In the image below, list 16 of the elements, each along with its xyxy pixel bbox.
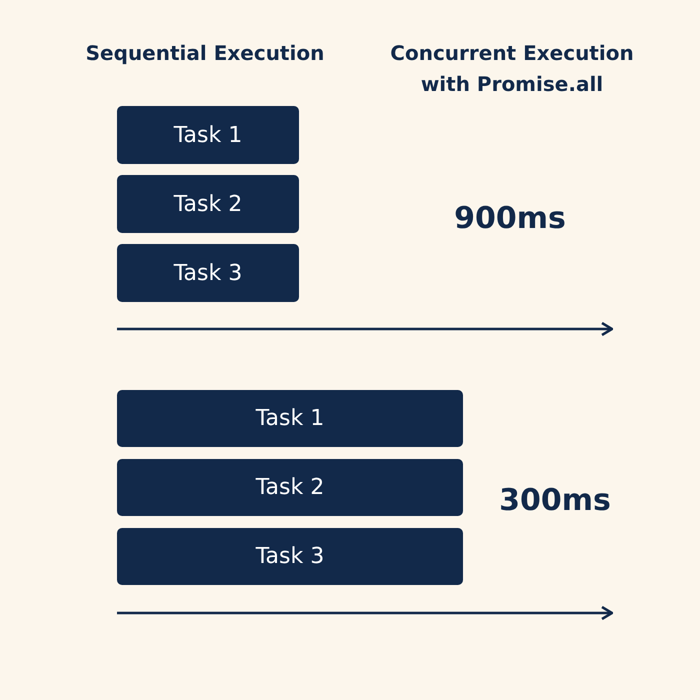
duration-label: 900ms — [453, 200, 567, 238]
task-label: Task 2 — [256, 475, 324, 500]
task-label: Task 1 — [174, 122, 242, 148]
task-label: Task 2 — [174, 192, 242, 216]
task-label: Task 3 — [174, 260, 242, 286]
task-bar — [117, 244, 299, 302]
task-bar — [117, 459, 463, 516]
task-bar — [117, 106, 299, 164]
task-bar — [117, 528, 463, 585]
task-label: Task 3 — [256, 544, 324, 569]
task-bar — [117, 175, 299, 233]
task-bar — [117, 390, 463, 447]
column-heading: Concurrent Execution with Promise.all — [389, 40, 635, 98]
column-heading: Sequential Execution — [84, 40, 326, 67]
task-label: Task 1 — [256, 406, 324, 431]
duration-label: 300ms — [498, 482, 612, 520]
